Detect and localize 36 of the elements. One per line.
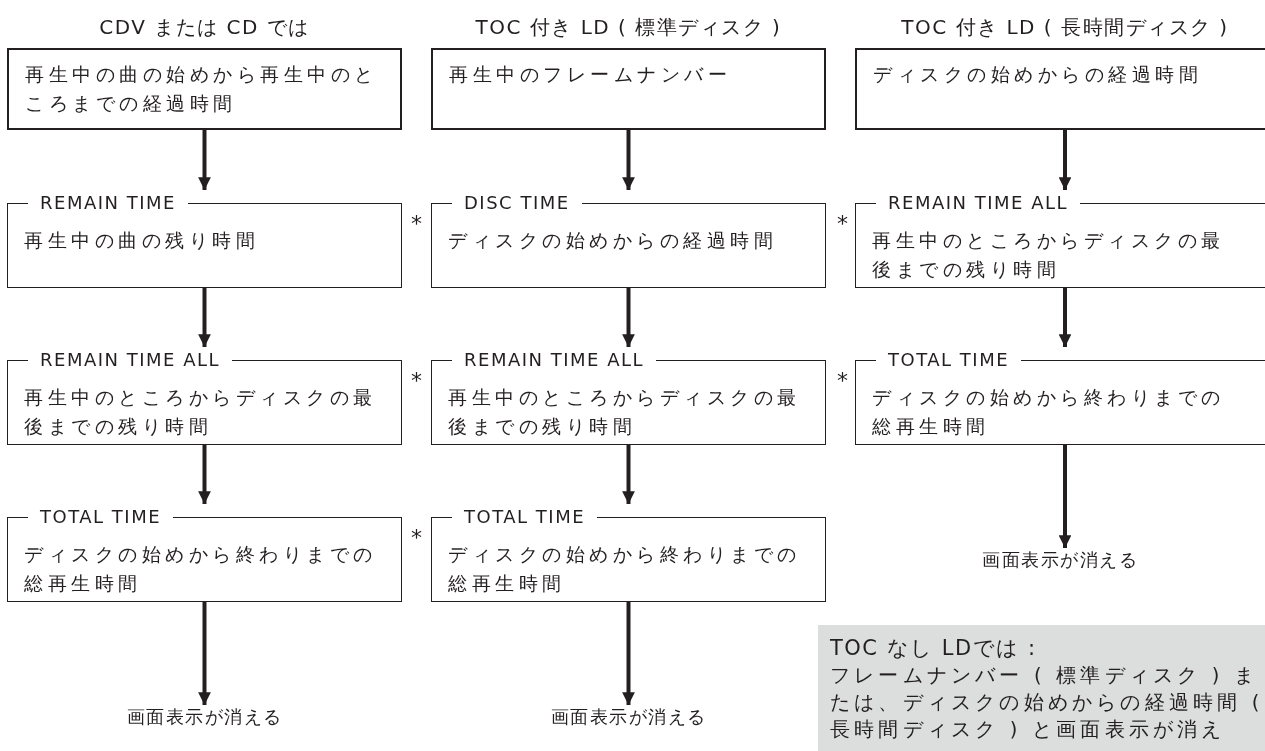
end-text: 画面表示が消える [7,705,402,731]
column-heading: TOC 付き LD ( 長時間ディスク ) [900,14,1230,41]
asterisk-mark: * [411,213,422,235]
description-text: ディスクの始めからの経過時間 [448,228,778,253]
down-arrow [198,130,211,190]
end-text: 画面表示が消える [855,548,1265,574]
description-text: 再生中のところからディスクの最後までの残り時間 [872,228,1226,282]
description-text: ディスクの始めから終わりまでの総再生時間 [24,542,378,596]
down-arrow [1058,130,1072,190]
description-text: ディスクの始めから終わりまでの総再生時間 [448,542,802,596]
end-text: 画面表示が消える [431,705,826,731]
down-arrow [1058,445,1072,548]
asterisk-mark: * [411,527,422,549]
description-text: 再生中のところからディスクの最後までの残り時間 [24,385,378,439]
down-arrow [622,130,635,190]
column-heading: CDV または CD では [98,14,311,41]
note-panel [818,625,1265,751]
down-arrow [622,288,635,347]
down-arrow [198,602,211,705]
note-heading: TOC なし LDでは : [830,635,1038,662]
column-heading: TOC 付き LD ( 標準ディスク ) [474,14,783,41]
note-text: フレームナンバー ( 標準ディスク ) または、ディスクの始めからの経過時間 ( 長時間ディスク ) と画面表示が消え [830,663,1265,743]
down-arrow [622,445,635,504]
down-arrow [198,445,211,504]
description-text: ディスクの始めからの経過時間 [873,62,1203,87]
asterisk-mark: * [837,213,848,235]
asterisk-mark: * [837,370,848,392]
down-arrow [622,602,635,705]
description-text: 再生中のところからディスクの最後までの残り時間 [448,385,802,439]
description-text: 再生中の曲の残り時間 [24,228,260,253]
description-text: 再生中の曲の始めから再生中のところまでの経過時間 [25,62,379,116]
description-text: ディスクの始めから終わりまでの総再生時間 [872,385,1226,439]
down-arrow [1058,288,1072,347]
description-text: 再生中のフレームナンバー [449,62,732,87]
asterisk-mark: * [411,370,422,392]
down-arrow [198,288,211,347]
